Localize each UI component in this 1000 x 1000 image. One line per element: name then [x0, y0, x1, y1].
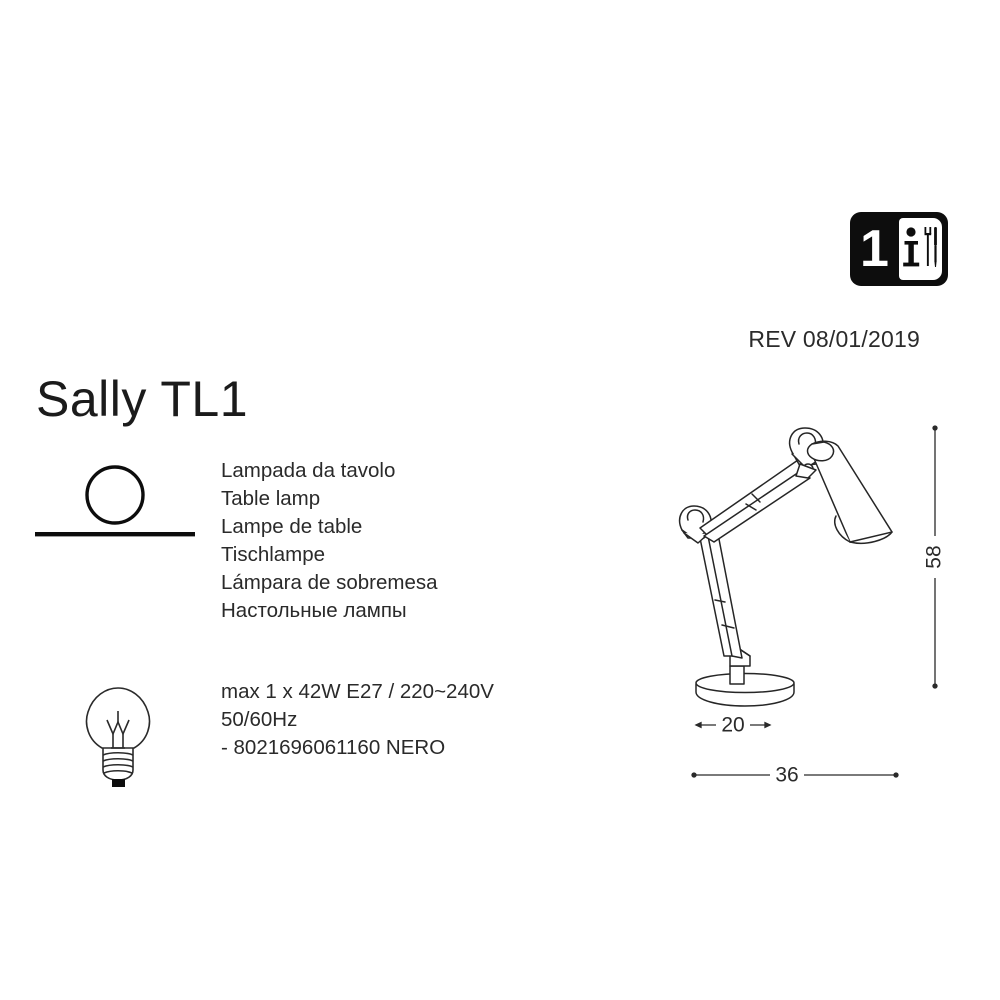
product-name-it: Lampada da tavolo	[221, 459, 396, 482]
dimension-base-depth-graphic: 20	[694, 714, 772, 737]
incandescent-bulb-pictogram	[72, 678, 164, 790]
desk-lamp-drawing	[660, 420, 920, 710]
product-name-en: Table lamp	[221, 487, 321, 510]
product-name-ru: Настольные лампы	[221, 599, 407, 622]
dimension-reach-width: 36	[670, 756, 920, 794]
revision-label: REV 08/01/2019	[748, 326, 920, 352]
product-name-translations: Lampada da tavolo Table lamp Lampe de ta…	[221, 457, 438, 625]
spec-frequency: 50/60Hz	[221, 708, 298, 731]
dimension-height: 58	[905, 418, 967, 696]
bulb-glyph	[85, 687, 151, 787]
table-lamp-pictogram	[30, 458, 200, 544]
badge-count-label: 1	[860, 220, 889, 278]
spec-lamp-rating: max 1 x 42W E27 / 220~240V	[221, 680, 494, 703]
desk-lamp-illustration	[678, 427, 893, 707]
product-name-es: Lámpara de sobremesa	[221, 571, 438, 594]
dimension-base-depth: 20	[670, 706, 800, 744]
product-specifications: max 1 x 42W E27 / 220~240V 50/60Hz - 802…	[221, 678, 494, 762]
table-lamp-glyph	[35, 465, 195, 537]
product-name-de: Tischlampe	[221, 543, 326, 566]
info-tools-glyph	[903, 227, 937, 267]
dimension-reach-width-graphic: 36	[691, 764, 899, 787]
info-tools-icon	[899, 218, 942, 280]
assembly-info-badge: 1	[850, 212, 948, 286]
dimension-height-label: 58	[923, 545, 946, 568]
dimension-base-depth-label: 20	[721, 714, 744, 737]
product-title: Sally TL1	[36, 371, 249, 427]
product-name-fr: Lampe de table	[221, 515, 363, 538]
spec-ean-code: - 8021696061160 NERO	[221, 736, 446, 759]
dimension-reach-width-label: 36	[775, 764, 798, 787]
dimension-height-graphic: 58	[923, 425, 946, 689]
